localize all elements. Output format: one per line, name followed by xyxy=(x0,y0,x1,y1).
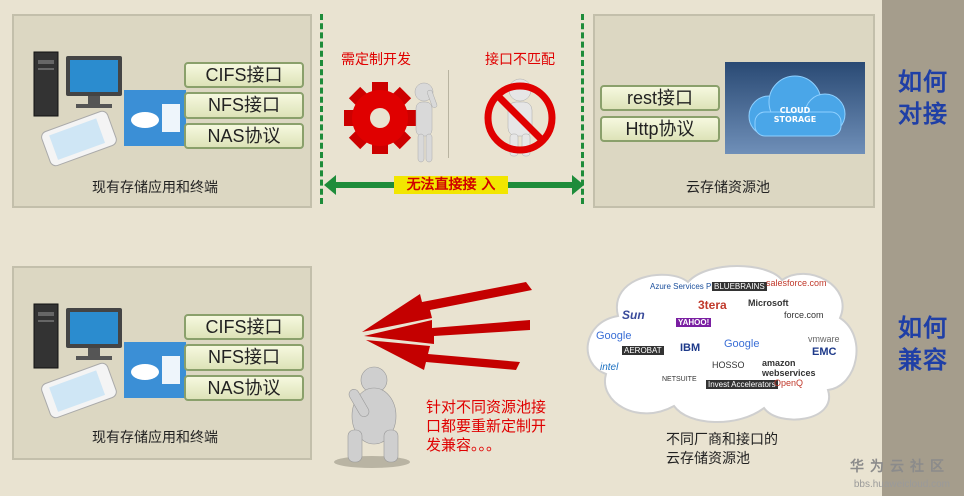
vendor-logo-amazon: amazon webservices xyxy=(762,358,816,378)
interface-tag-http: Http协议 xyxy=(600,116,720,142)
sidebar xyxy=(882,0,964,496)
existing-storage-caption: 现有存储应用和终端 xyxy=(92,180,218,196)
vendor-logo-aerobat: AEROBAT xyxy=(622,346,664,355)
vendor-logo-hosso: HOSSO xyxy=(712,360,745,370)
cloud-storage-image: CLOUD STORAGE xyxy=(725,62,865,154)
divider-left xyxy=(320,14,323,204)
vendor-cloud-caption: 不同厂商和接口的 云存储资源池 xyxy=(666,432,778,467)
vendor-logo-yahoo: YAHOO! xyxy=(676,318,712,327)
cloud-storage-text: CLOUD STORAGE xyxy=(773,106,817,124)
compatibility-note: 针对不同资源池接 口都要重新定制开 发兼容。。。 xyxy=(426,398,547,454)
interface-tag-cifs: CIFS接口 xyxy=(184,314,304,340)
middle-divider xyxy=(448,70,449,158)
side-label-compatible: 如何 兼容 xyxy=(898,314,948,374)
vendor-logo-azure: Azure Services Platform xyxy=(650,282,736,291)
interface-tag-cifs: CIFS接口 xyxy=(184,62,304,88)
vendor-logo-bluebrains: BLUEBRAINS xyxy=(712,282,767,291)
terminal-devices-icon xyxy=(33,303,186,419)
watermark-url: bbs.huaweicloud.com xyxy=(853,479,950,490)
vendor-logo-emc: EMC xyxy=(812,346,837,358)
interface-tag-nfs: NFS接口 xyxy=(184,344,304,371)
vendor-logo-microsoft: Microsoft xyxy=(748,298,789,308)
worried-figure-icon xyxy=(334,366,410,468)
vendor-logo-intel: intel xyxy=(600,362,619,373)
interface-tag-nas: NAS协议 xyxy=(184,375,304,401)
figure-leaning xyxy=(414,82,438,163)
vendor-logo-openq: OpenQ xyxy=(774,378,804,388)
arrow-label: 无法直接接 入 xyxy=(406,177,496,193)
no-entry-icon xyxy=(484,78,556,157)
interface-tag-rest: rest接口 xyxy=(600,85,720,111)
custom-dev-label: 需定制开发 xyxy=(341,52,411,68)
mismatch-label: 接口不匹配 xyxy=(485,52,555,68)
vendor-cloud-shape xyxy=(586,265,858,424)
vendor-logo-google: Google xyxy=(596,330,632,342)
terminal-devices-icon xyxy=(33,51,186,167)
interface-tag-nfs: NFS接口 xyxy=(184,92,304,119)
existing-storage-panel: CIFS接口 NFS接口 NAS协议 现有存储应用和终端 xyxy=(12,14,312,208)
vendor-logo-ibm: IBM xyxy=(680,342,701,354)
vendor-logo-netsuite: NETSUITE xyxy=(662,376,697,383)
existing-storage-caption: 现有存储应用和终端 xyxy=(92,430,218,446)
vendor-logo-salesforce: salesforce.com xyxy=(766,278,827,288)
existing-storage-panel-bottom: CIFS接口 NFS接口 NAS协议 现有存储应用和终端 xyxy=(12,266,312,460)
side-label-connect: 如何 对接 xyxy=(898,68,948,128)
vendor-logo-force: force.com xyxy=(784,310,824,320)
interface-tag-nas: NAS协议 xyxy=(184,123,304,149)
gear-icon xyxy=(344,82,438,163)
red-arrows-icon xyxy=(362,282,532,370)
vendor-logo-sun: Sun xyxy=(622,308,645,322)
watermark-name: 华为云社区 xyxy=(850,459,950,475)
cloud-storage-panel: rest接口 Http协议 CLOUD STORAGE 云存储资源池 xyxy=(593,14,875,208)
divider-right xyxy=(581,14,584,204)
arrow-label-bg xyxy=(394,176,508,194)
vendor-logo-3tera: 3tera xyxy=(698,298,727,312)
cloud-icon xyxy=(748,75,846,137)
vendor-logo-vmware: vmware xyxy=(808,334,840,344)
vendor-logo-google-2: Google xyxy=(724,338,760,350)
vendor-logo-invest-accelerators: Invest Accelerators xyxy=(706,380,778,389)
cloud-storage-caption: 云存储资源池 xyxy=(686,180,770,196)
